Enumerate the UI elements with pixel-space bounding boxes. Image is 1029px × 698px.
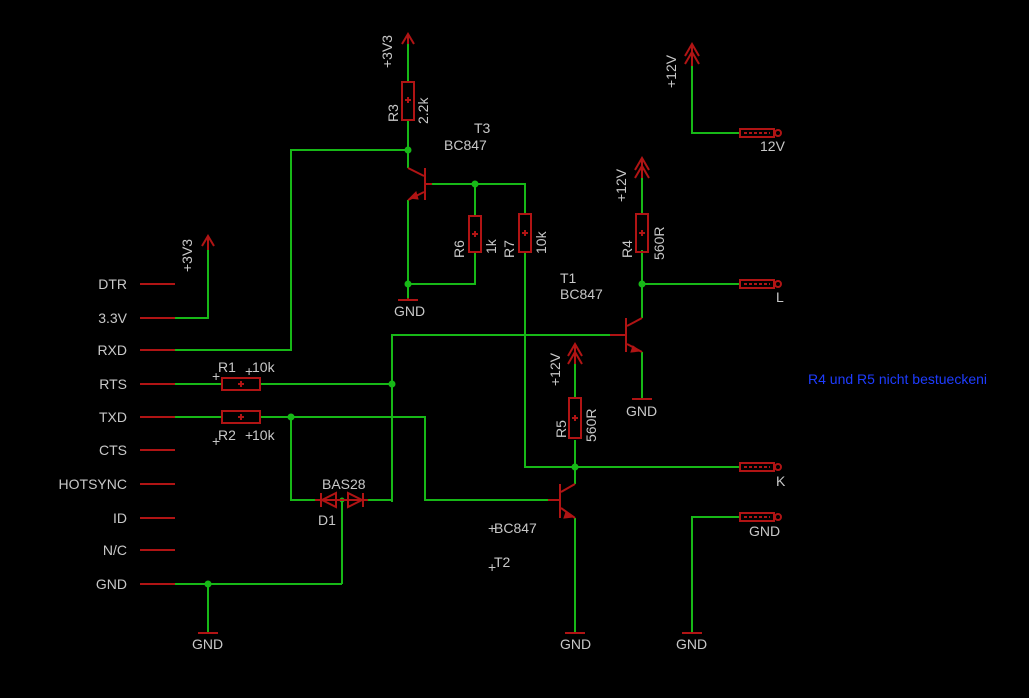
supply-12v-out: +12V	[663, 42, 700, 88]
pin-dtr: DTR	[98, 276, 127, 292]
pin-txd: TXD	[99, 409, 127, 425]
svg-text:10k: 10k	[252, 359, 276, 375]
wire-gnd-out	[691, 516, 740, 632]
svg-text:R5: R5	[553, 420, 569, 438]
svg-text:560R: 560R	[651, 227, 667, 260]
wire-t3-base	[432, 183, 526, 214]
svg-text:BC847: BC847	[494, 520, 537, 536]
supply-12v-r5: +12V	[547, 342, 583, 386]
svg-text:L: L	[776, 289, 784, 305]
pin-hotsync: HOTSYNC	[59, 476, 127, 492]
resistor-r3: R3 2.2k	[385, 81, 431, 124]
connector-pins: DTR 3.3V RXD RTS TXD CTS HOTSYNC ID N/C …	[59, 276, 128, 592]
svg-text:GND: GND	[192, 636, 223, 652]
svg-text:+12V: +12V	[547, 352, 563, 386]
svg-text:+: +	[245, 363, 253, 379]
svg-text:12V: 12V	[760, 138, 786, 154]
connector-pin-lines	[140, 283, 175, 585]
gnd-t3: GND	[394, 298, 425, 319]
svg-text:10k: 10k	[252, 427, 276, 443]
wire-12v	[691, 66, 740, 134]
svg-text:GND: GND	[676, 636, 707, 652]
svg-text:R4: R4	[619, 240, 635, 258]
wire-t1-base	[391, 334, 610, 502]
pin-3v3: 3.3V	[98, 310, 127, 326]
supply-12v-r4: +12V	[613, 156, 650, 202]
resistor-r2: R2 10k + +	[212, 410, 276, 449]
pin-rxd: RXD	[97, 342, 127, 358]
svg-text:R7: R7	[501, 240, 517, 258]
svg-text:2.2k: 2.2k	[415, 97, 431, 124]
gnd-t1: GND	[626, 398, 657, 419]
svg-text:+12V: +12V	[663, 54, 679, 88]
svg-text:560R: 560R	[583, 409, 599, 442]
transistor-t3: T3 BC847	[407, 120, 491, 201]
resistor-r7: R7 10k	[501, 213, 549, 258]
wire-3v3	[175, 248, 209, 319]
svg-text:R6: R6	[451, 240, 467, 258]
svg-text:+: +	[488, 520, 496, 536]
svg-text:T1: T1	[560, 270, 577, 286]
svg-text:+: +	[212, 433, 220, 449]
pin-cts: CTS	[99, 442, 127, 458]
pin-rts: RTS	[99, 376, 127, 392]
svg-text:+12V: +12V	[613, 168, 629, 202]
output-12v: 12V	[739, 128, 786, 154]
pin-id: ID	[113, 510, 127, 526]
assembly-note: R4 und R5 nicht bestueckeni	[808, 371, 987, 387]
svg-text:R3: R3	[385, 104, 401, 122]
svg-text:GND: GND	[394, 303, 425, 319]
supply-3v3-top: +3V3	[379, 32, 415, 68]
svg-text:R1: R1	[218, 359, 236, 375]
svg-text:T2: T2	[494, 554, 511, 570]
gnd-t2: GND	[560, 632, 591, 652]
output-gnd: GND	[739, 512, 782, 539]
transistor-t1: T1 BC847	[560, 270, 643, 353]
svg-text:GND: GND	[749, 523, 780, 539]
wire-rxd	[175, 149, 408, 351]
gnd-right: GND	[676, 632, 707, 652]
resistor-r6: R6 1k	[451, 215, 499, 258]
junctions	[204, 146, 646, 588]
svg-text:T3: T3	[474, 120, 491, 136]
gnd-left: GND	[192, 632, 223, 652]
svg-text:+3V3: +3V3	[379, 35, 395, 68]
svg-text:GND: GND	[560, 636, 591, 652]
svg-text:K: K	[776, 473, 786, 489]
resistor-r4: R4 560R	[619, 213, 667, 260]
diode-d1: BAS28 D1	[315, 476, 368, 528]
svg-text:D1: D1	[318, 512, 336, 528]
resistor-r1: R1 10k + +	[212, 359, 276, 391]
pin-nc: N/C	[103, 542, 127, 558]
supply-3v3-left: +3V3	[179, 234, 215, 272]
svg-text:BC847: BC847	[560, 286, 603, 302]
svg-text:GND: GND	[626, 403, 657, 419]
svg-text:+: +	[488, 559, 496, 575]
svg-text:1k: 1k	[483, 238, 499, 254]
pin-gnd: GND	[96, 576, 127, 592]
svg-text:+3V3: +3V3	[179, 239, 195, 272]
svg-text:R2: R2	[218, 427, 236, 443]
transistor-t2: BC847 T2 + +	[488, 483, 576, 575]
svg-text:+: +	[212, 368, 220, 384]
output-l: L	[739, 279, 784, 305]
output-k: K	[739, 462, 786, 489]
wires	[140, 44, 740, 632]
svg-text:+: +	[245, 427, 253, 443]
svg-text:BAS28: BAS28	[322, 476, 366, 492]
svg-text:10k: 10k	[533, 230, 549, 254]
svg-text:BC847: BC847	[444, 137, 487, 153]
wire-r7-k	[524, 252, 740, 468]
resistor-r5: R5 560R	[553, 397, 599, 442]
